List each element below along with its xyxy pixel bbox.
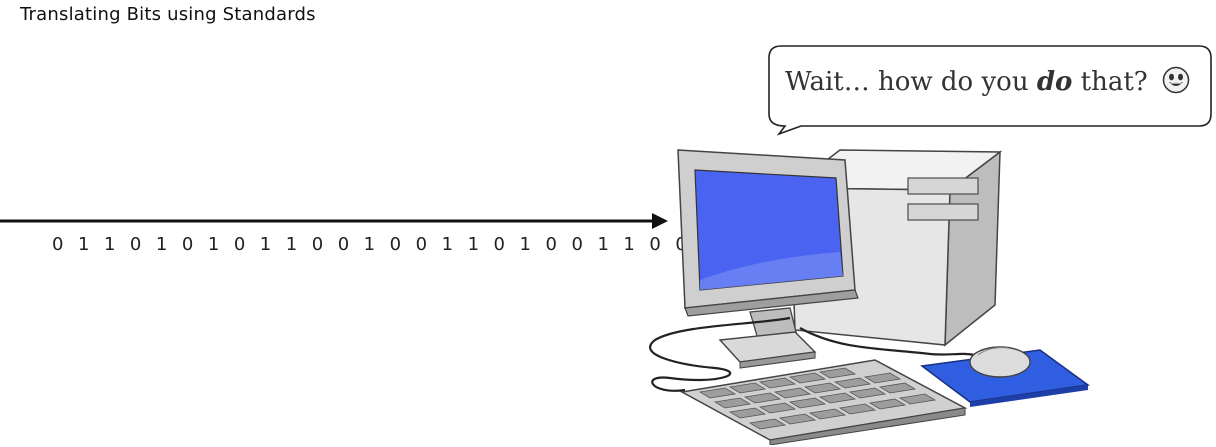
grinning-face-icon	[1162, 66, 1190, 94]
mouse-and-pad	[920, 346, 1090, 407]
computer-monitor	[677, 149, 859, 369]
bit-sequence: 0 1 1 0 1 0 1 0 1 1 0 0 1 0 0 1 1 0 1 0 …	[52, 234, 770, 255]
speech-bubble	[768, 45, 1212, 136]
right-arrow-icon	[0, 213, 668, 229]
speech-text-emphasis: do	[1036, 67, 1073, 97]
page-title: Translating Bits using Standards	[20, 4, 316, 25]
desktop-computer-icon	[648, 149, 1090, 445]
computer-cables	[648, 316, 976, 392]
keyboard	[679, 359, 968, 445]
speech-text-before: Wait… how do you	[785, 67, 1037, 97]
speech-text: Wait… how do you do that?	[785, 66, 1205, 97]
speech-text-after: that?	[1072, 67, 1148, 97]
